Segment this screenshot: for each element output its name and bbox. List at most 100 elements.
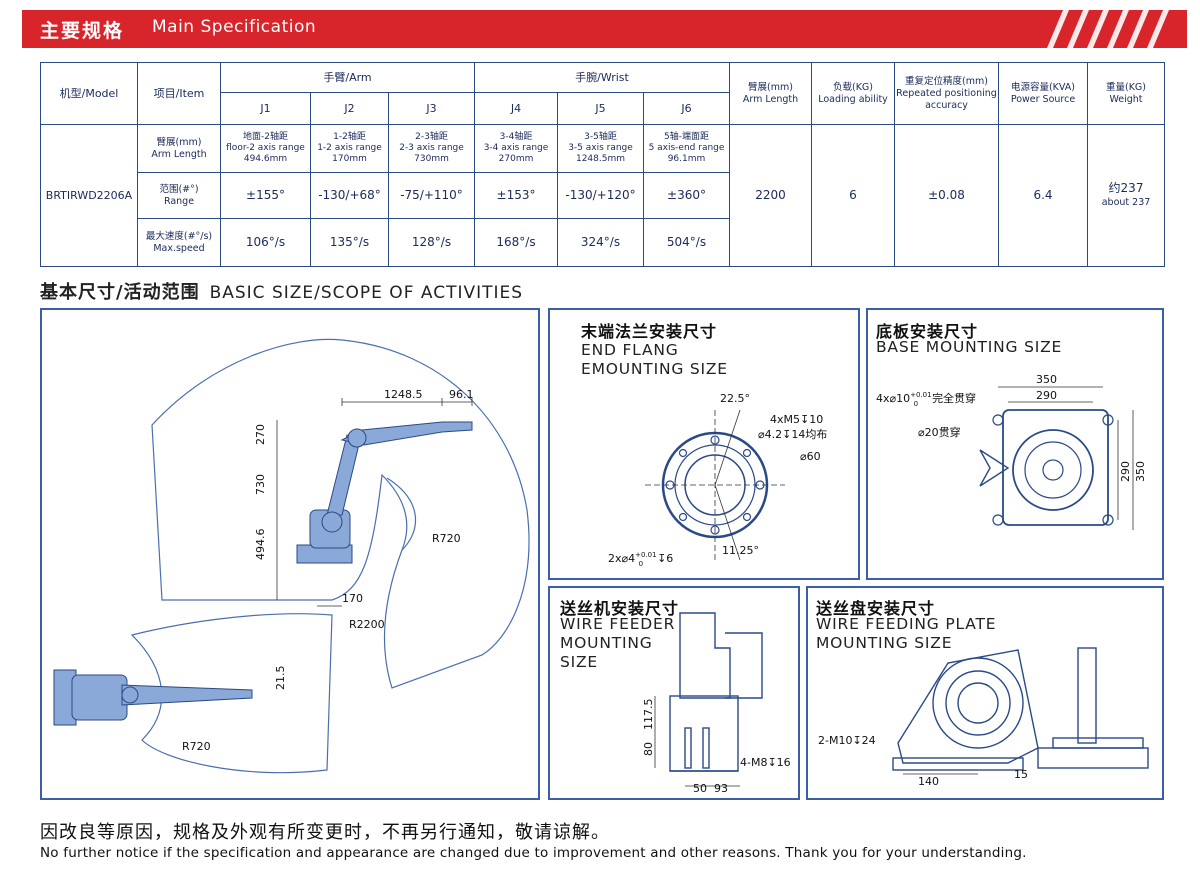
flange-title-zh: 末端法兰安装尺寸 [581, 322, 718, 341]
dim-r720-lower: R720 [182, 740, 211, 753]
joint-header-j1: J1 [220, 92, 311, 125]
plate-title-zh: 送丝盘安装尺寸 [816, 599, 936, 618]
dim-96-1: 96.1 [449, 388, 474, 401]
range-j3: -75/+110° [388, 172, 475, 219]
row-label-range: 范围(#°)Range [137, 172, 221, 219]
base-dia-20: ⌀20贯穿 [918, 425, 961, 439]
flange-hole-4-2: ⌀4.2↧14均布 [758, 428, 827, 441]
dim-1248-5: 1248.5 [384, 388, 423, 401]
dim-730: 730 [254, 474, 267, 495]
row-label-arm-length: 臂展(mm)Arm Length [137, 124, 221, 173]
base-width-350: 350 [1036, 373, 1057, 386]
flange-4xm5: 4xM5↧10 [770, 413, 823, 426]
header-title-zh: 主要规格 [40, 20, 125, 42]
reach-value: 2200 [729, 124, 812, 267]
range-j6: ±360° [643, 172, 730, 219]
feeder-93: 93 [714, 782, 728, 795]
feeder-50: 50 [693, 782, 707, 795]
arm-header: 手臂/Arm [220, 62, 475, 93]
row-label-speed: 最大速度(#°/s)Max.speed [137, 218, 221, 267]
joint-header-j4: J4 [474, 92, 558, 125]
feeder-80: 80 [642, 742, 655, 756]
dim-r2200: R2200 [349, 618, 385, 631]
power-header: 电源容量(KVA)Power Source [998, 62, 1088, 125]
base-title-zh: 底板安装尺寸 [876, 322, 979, 341]
load-value: 6 [811, 124, 895, 267]
flange-angle-22-5: 22.5° [720, 392, 750, 405]
header-stripes-decoration [1047, 10, 1169, 48]
joint-header-j2: J2 [310, 92, 389, 125]
speed-j5: 324°/s [557, 218, 644, 267]
plate-2-m10: 2-M10↧24 [818, 734, 876, 747]
dim-270: 270 [254, 424, 267, 445]
plate-panel: 送丝盘安装尺寸 WIRE FEEDING PLATE MOUNTING SIZE… [806, 586, 1164, 800]
plate-title-en1: WIRE FEEDING PLATE [816, 615, 997, 633]
flange-angle-11-25: 11.25° [722, 544, 759, 557]
feeder-117-5: 117.5 [642, 699, 655, 731]
joint-header-j5: J5 [557, 92, 644, 125]
scope-panel: 1248.5 96.1 270 730 494.6 R720 170 R2200… [40, 308, 540, 800]
item-header: 项目/Item [137, 62, 221, 125]
dim-494-6: 494.6 [254, 529, 267, 561]
feeder-title-en3: SIZE [560, 653, 599, 671]
speed-j3: 128°/s [388, 218, 475, 267]
dim-r720-upper: R720 [432, 532, 461, 545]
dim-21-5: 21.5 [274, 666, 287, 691]
speed-j4: 168°/s [474, 218, 558, 267]
feeder-title-en1: WIRE FEEDER [560, 615, 676, 633]
base-title-en: BASE MOUNTING SIZE [876, 338, 1063, 356]
joint-header-j3: J3 [388, 92, 475, 125]
base-height-350: 350 [1134, 461, 1147, 482]
section-header-bar: 主要规格 Main Specification [22, 10, 1187, 48]
wrist-header: 手腕/Wrist [474, 62, 730, 93]
header-title-en: Main Specification [152, 17, 317, 37]
weight-header: 重量(KG)Weight [1087, 62, 1165, 125]
flange-panel: 末端法兰安装尺寸 END FLANG EMOUNTING SIZE 22.5° … [548, 308, 860, 580]
range-j5: -130/+120° [557, 172, 644, 219]
base-hole-span-290-v: 290 [1119, 461, 1132, 482]
speed-j1: 106°/s [220, 218, 311, 267]
plate-15: 15 [1014, 768, 1028, 781]
feeder-title-en2: MOUNTING [560, 634, 653, 652]
flange-dia-60: ⌀60 [800, 450, 821, 463]
model-header: 机型/Model [40, 62, 138, 125]
reach-header: 臂展(mm)Arm Length [729, 62, 812, 125]
range-j1: ±155° [220, 172, 311, 219]
plate-drawing: 2-M10↧24 140 15 [818, 647, 1149, 788]
range-j4: ±153° [474, 172, 558, 219]
load-header: 负载(KG)Loading ability [811, 62, 895, 125]
flange-title-en1: END FLANG [581, 341, 679, 359]
model-cell: BRTIRWD2206A [40, 124, 138, 267]
range-j2: -130/+68° [310, 172, 389, 219]
plate-140: 140 [918, 775, 939, 788]
spec-table: 机型/Model 项目/Item 手臂/Arm 手腕/Wrist 臂展(mm)A… [40, 62, 1165, 267]
plate-title-en2: MOUNTING SIZE [816, 634, 953, 652]
feeder-4-m8: 4-M8↧16 [740, 756, 791, 769]
repeat-value: ±0.08 [894, 124, 999, 267]
flange-title-en2: EMOUNTING SIZE [581, 360, 728, 378]
speed-j6: 504°/s [643, 218, 730, 267]
notice-en: No further notice if the specification a… [40, 845, 1027, 861]
base-panel: 底板安装尺寸 BASE MOUNTING SIZE 350 290 4x⌀10+… [866, 308, 1164, 580]
feeder-title-zh: 送丝机安装尺寸 [560, 599, 680, 618]
robot-lying-illustration [53, 669, 253, 726]
speed-j2: 135°/s [310, 218, 389, 267]
notice-zh: 因改良等原因，规格及外观有所变更时，不再另行通知，敬请谅解。 [40, 822, 610, 843]
dim-170: 170 [342, 592, 363, 605]
scope-drawing: 1248.5 96.1 270 730 494.6 R720 170 R2200… [53, 338, 530, 774]
joint-header-j6: J6 [643, 92, 730, 125]
base-hole-span-290: 290 [1036, 389, 1057, 402]
